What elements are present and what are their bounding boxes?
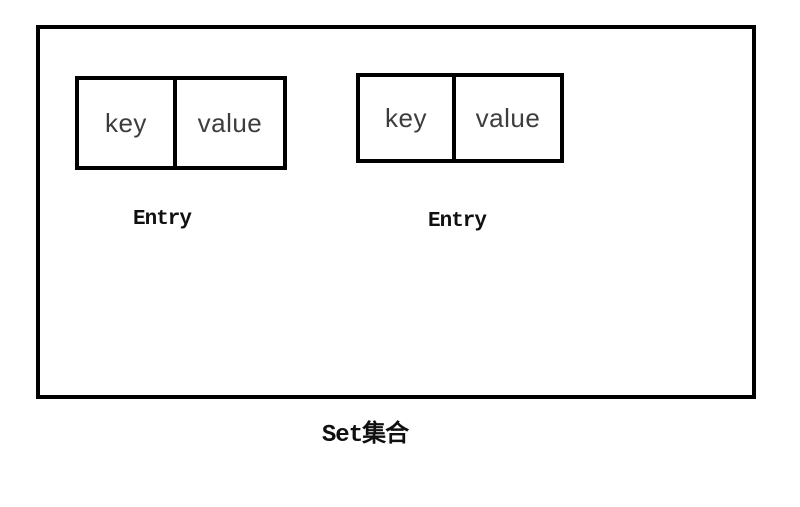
entry-box: key value (356, 73, 564, 163)
entry-value-cell: value (197, 107, 263, 138)
set-collection-label: Set集合 (321, 422, 409, 449)
entry-value-cell: value (475, 102, 541, 133)
entry-key-cell: key (79, 80, 177, 166)
entry-box: key value (75, 76, 287, 170)
entry-key-cell: key (360, 77, 456, 159)
entry-label: Entry (427, 210, 487, 233)
entry-label: Entry (132, 208, 192, 231)
